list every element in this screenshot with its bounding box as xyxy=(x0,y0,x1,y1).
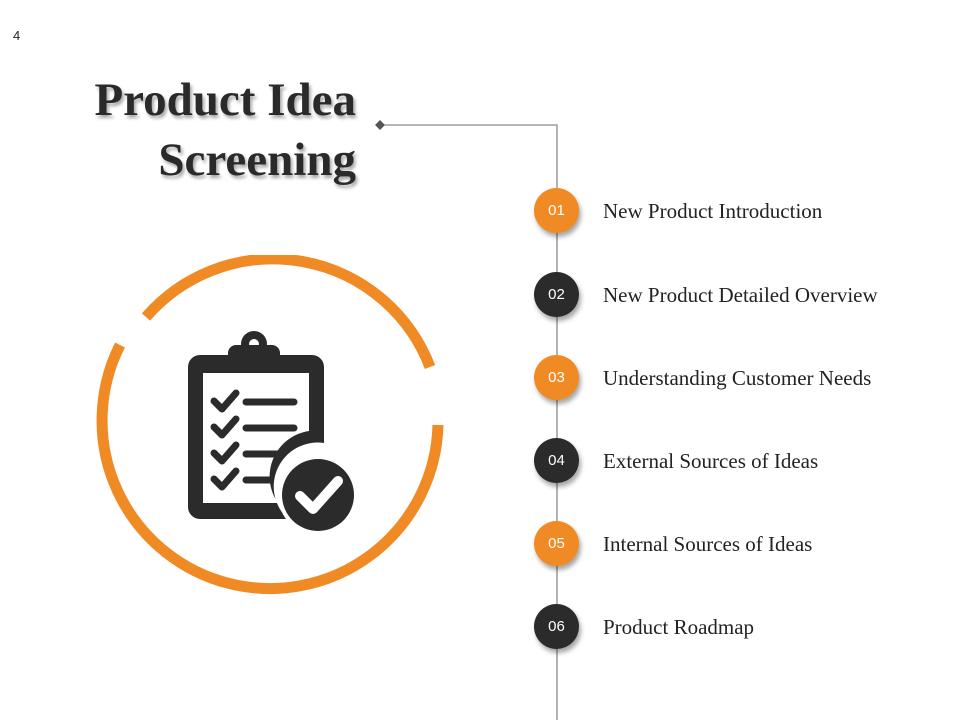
slide-title: Product Idea Screening xyxy=(16,70,356,190)
slide-title-line-2: Screening xyxy=(158,134,356,186)
clipboard-checklist-icon xyxy=(188,331,358,535)
step-badge: 03 xyxy=(534,355,579,400)
step-label: Understanding Customer Needs xyxy=(603,366,872,390)
step-02: 02 New Product Detailed Overview xyxy=(534,272,934,318)
illustration xyxy=(96,255,444,595)
step-label: New Product Introduction xyxy=(603,199,823,223)
connector-diamond-icon xyxy=(375,120,385,130)
step-badge: 04 xyxy=(534,438,579,483)
step-badge: 01 xyxy=(534,188,579,233)
step-04: 04 External Sources of Ideas xyxy=(534,438,934,484)
step-01: 01 New Product Introduction xyxy=(534,188,934,234)
step-03: 03 Understanding Customer Needs xyxy=(534,355,934,401)
step-06: 06 Product Roadmap xyxy=(534,604,934,650)
step-label: New Product Detailed Overview xyxy=(603,283,878,307)
slide-title-line-1: Product Idea xyxy=(94,74,356,126)
page-number: 4 xyxy=(13,28,21,43)
orange-ring xyxy=(96,255,444,595)
step-badge: 06 xyxy=(534,604,579,649)
step-label: Internal Sources of Ideas xyxy=(603,532,813,556)
step-label: Product Roadmap xyxy=(603,615,755,639)
step-badge: 02 xyxy=(534,272,579,317)
step-label: External Sources of Ideas xyxy=(603,449,819,473)
step-05: 05 Internal Sources of Ideas xyxy=(534,521,934,567)
step-badge: 05 xyxy=(534,521,579,566)
